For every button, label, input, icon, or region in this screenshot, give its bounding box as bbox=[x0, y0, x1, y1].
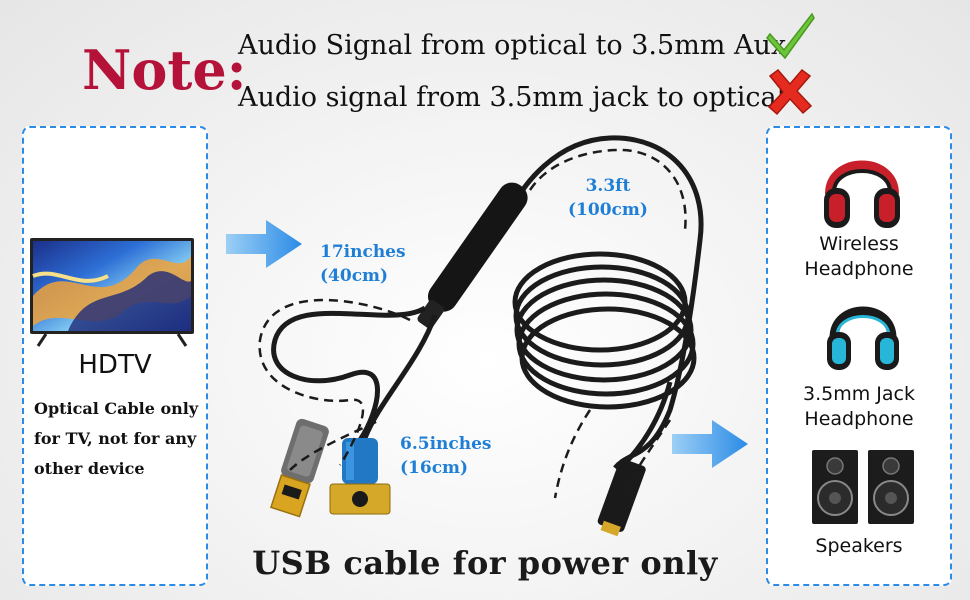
adapter-cable-illustration bbox=[258, 135, 704, 537]
source-device-panel bbox=[22, 126, 208, 586]
dimension-label-3-3ft: 3.3ft (100cm) bbox=[568, 174, 648, 222]
note-line-supported: Audio Signal from optical to 3.5mm Aux bbox=[238, 30, 787, 61]
dimension-label-6-5in: 6.5inches (16cm) bbox=[400, 432, 492, 480]
device-label-line: Speakers bbox=[815, 535, 903, 557]
dimension-text: (100cm) bbox=[568, 200, 648, 220]
output-arrow-icon bbox=[672, 420, 748, 468]
input-arrow-icon bbox=[226, 220, 302, 268]
device-label-speakers: Speakers bbox=[766, 534, 952, 559]
dimension-text: (40cm) bbox=[320, 266, 389, 286]
optical-plug bbox=[329, 438, 391, 515]
device-label-line: Headphone bbox=[804, 258, 914, 280]
wireless-headphone-icon bbox=[824, 160, 900, 228]
optical-note-line: Optical Cable only bbox=[34, 399, 199, 418]
device-label-line: Wireless bbox=[819, 233, 899, 255]
device-label-wireless: Wireless Headphone bbox=[766, 232, 952, 282]
device-label-line: 3.5mm Jack bbox=[803, 383, 915, 405]
tv-icon bbox=[30, 238, 194, 347]
dimension-text: 17inches bbox=[320, 242, 406, 262]
note-heading: Note: bbox=[82, 38, 247, 102]
cross-icon bbox=[767, 68, 813, 116]
dimension-label-17in: 17inches (40cm) bbox=[320, 240, 406, 288]
cable-coil bbox=[512, 251, 697, 410]
optical-note: Optical Cable only for TV, not for any o… bbox=[34, 394, 206, 484]
output-device-panel bbox=[766, 126, 952, 586]
usb-plug bbox=[270, 418, 329, 518]
main-cable bbox=[499, 135, 704, 470]
speakers-icon bbox=[812, 450, 914, 524]
jack-plug bbox=[597, 458, 646, 537]
optical-note-line: for TV, not for any bbox=[34, 429, 197, 448]
dimension-text: (16cm) bbox=[400, 458, 469, 478]
dimension-text: 6.5inches bbox=[400, 434, 492, 454]
wired-headphone-icon bbox=[827, 306, 899, 370]
check-icon bbox=[766, 12, 815, 60]
note-line-unsupported: Audio signal from 3.5mm jack to optical bbox=[238, 82, 786, 113]
usb-power-caption: USB cable for power only bbox=[252, 544, 718, 582]
device-label-wired: 3.5mm Jack Headphone bbox=[766, 382, 952, 432]
hdtv-label: HDTV bbox=[78, 350, 152, 380]
device-label-line: Headphone bbox=[804, 408, 914, 430]
dimension-text: 3.3ft bbox=[585, 176, 631, 196]
splitter bbox=[417, 182, 528, 329]
optical-note-line: other device bbox=[34, 459, 145, 478]
